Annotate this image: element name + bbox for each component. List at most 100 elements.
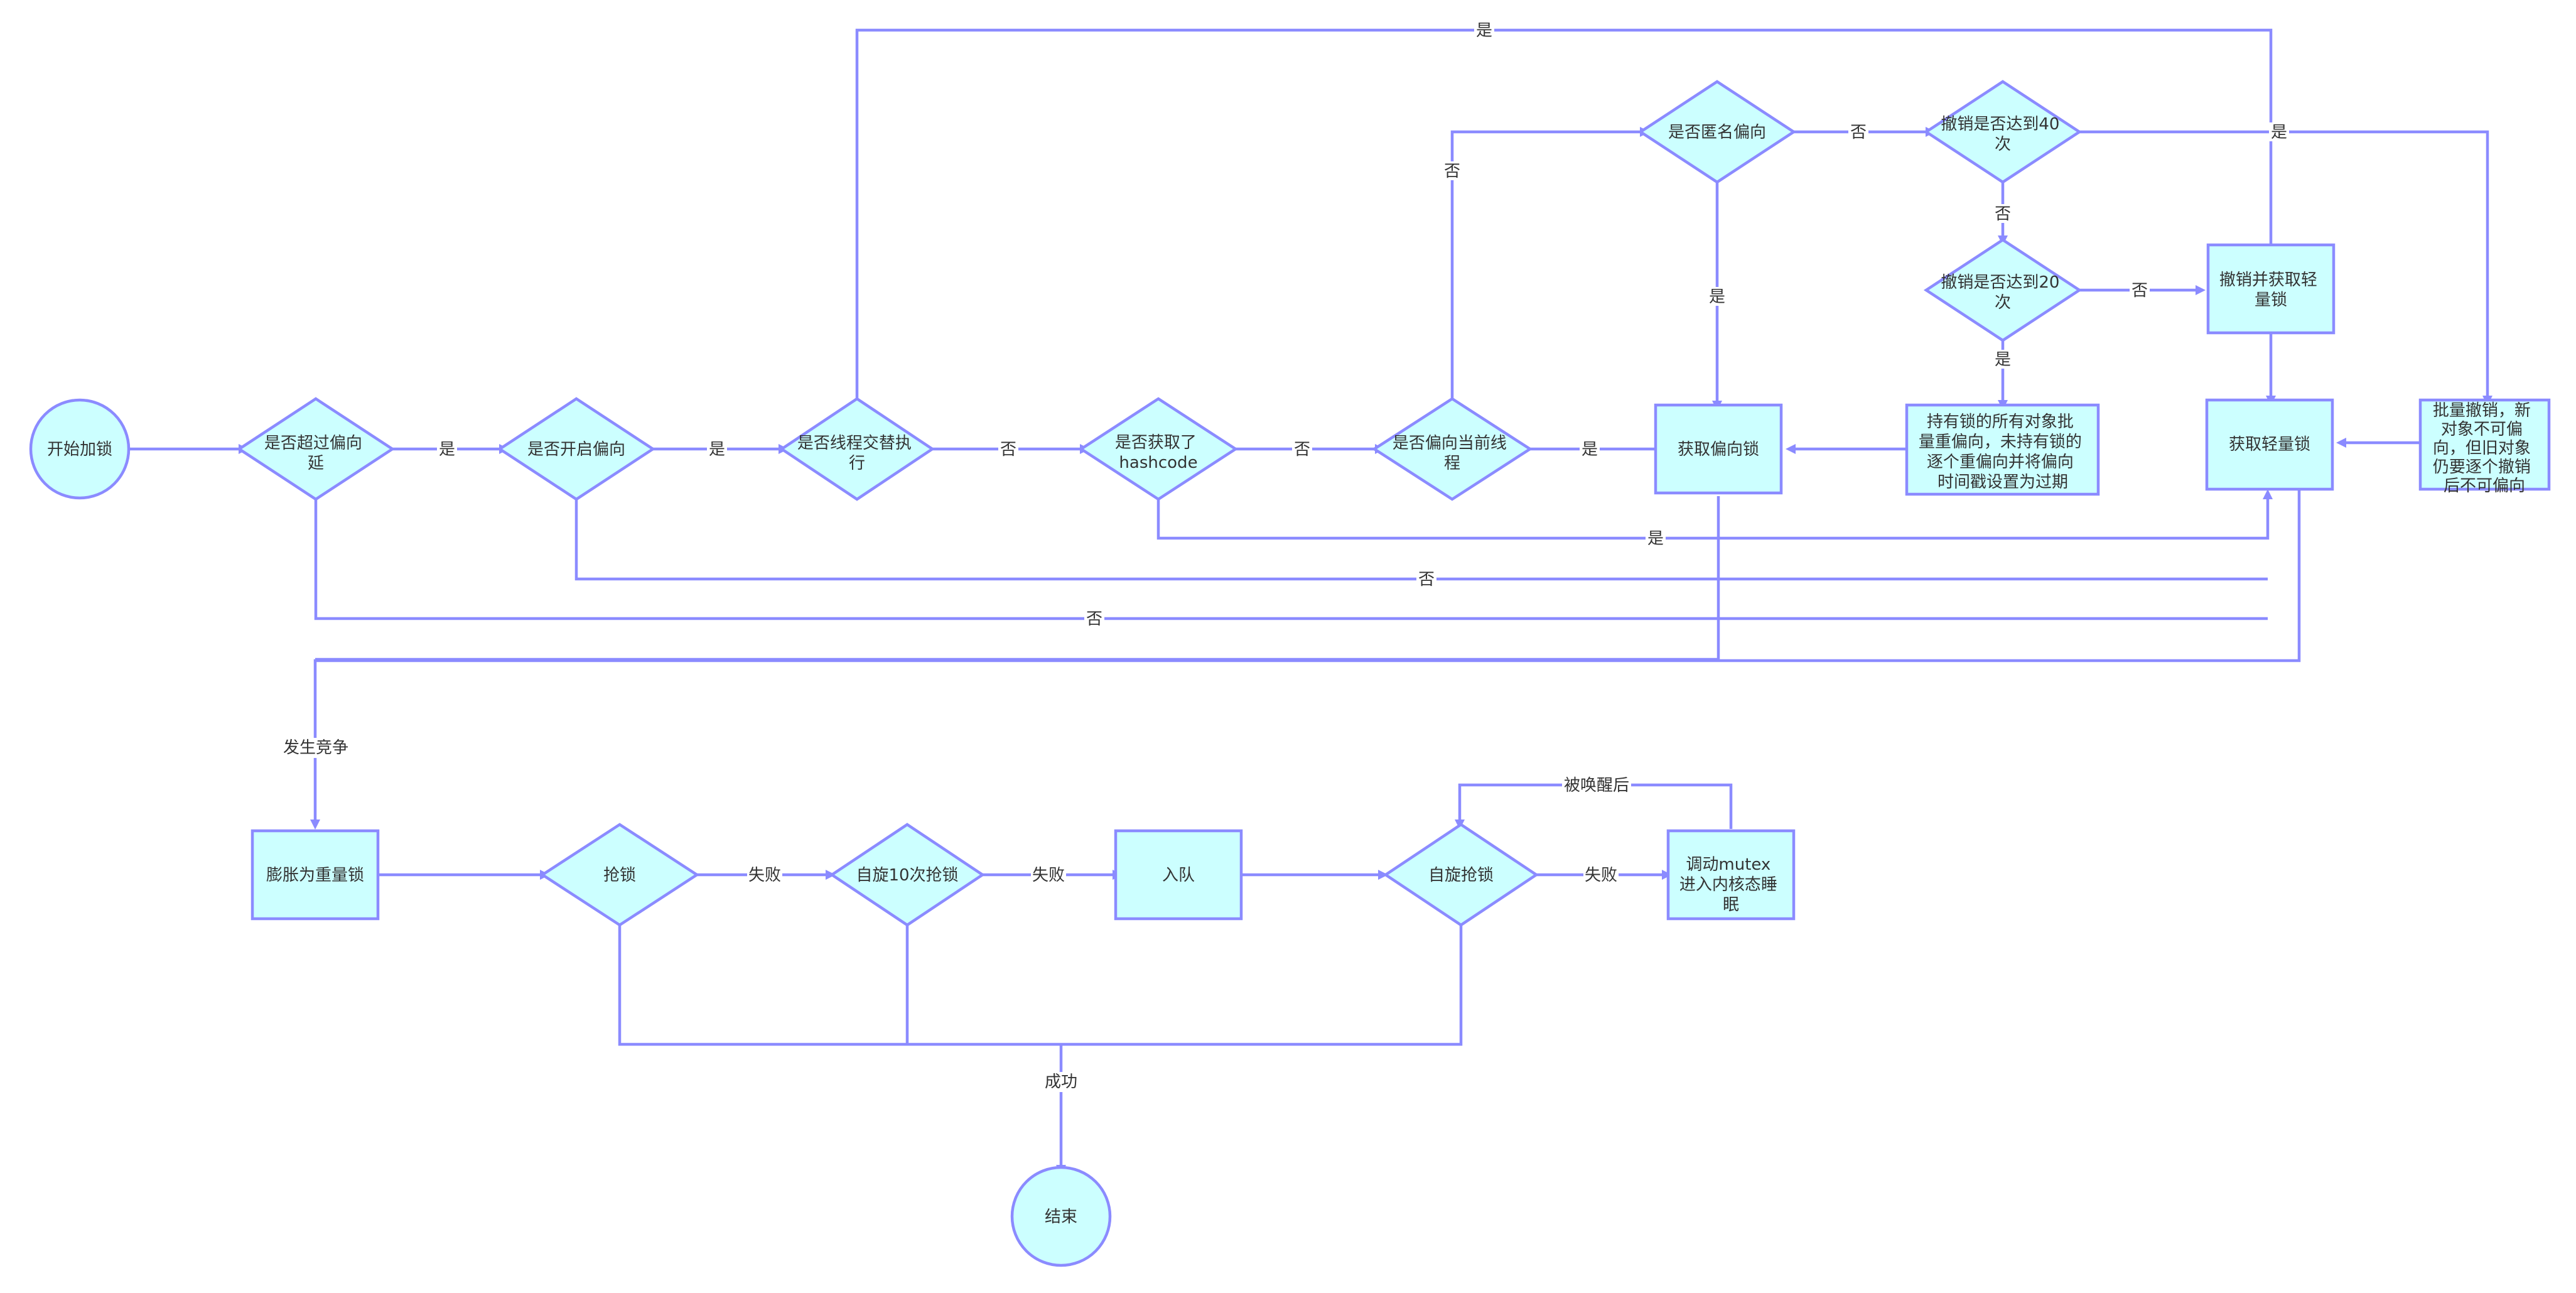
edge-label-spin-fail: 失败 <box>1583 865 1619 885</box>
node-revoke-light-line1: 撤销并获取轻 <box>2219 271 2317 289</box>
node-end-label: 结束 <box>1045 1208 1077 1226</box>
node-grab-label: 抢锁 <box>603 866 636 885</box>
svg-text:失败: 失败 <box>748 866 781 885</box>
svg-text:否: 否 <box>2131 281 2148 300</box>
node-bulk-label: 批量撤销，新 对象不可偏 向，但旧对象 仍要逐个撤销 后不可偏向 <box>2433 401 2536 495</box>
node-alt-shape <box>779 397 935 501</box>
node-bulk-line4: 仍要逐个撤销 <box>2433 458 2531 477</box>
edge-label-hash-no: 否 <box>1292 440 1312 459</box>
svg-text:是: 是 <box>439 440 455 459</box>
arrow-into-revoke-light-left <box>2196 285 2206 295</box>
edge-label-cur-yes: 是 <box>1580 440 1600 459</box>
svg-text:失败: 失败 <box>1585 866 1617 885</box>
node-rebias-line2: 量重偏向，未持有锁的 <box>1919 433 2082 452</box>
edge-label-cur-no: 否 <box>1442 161 1462 181</box>
svg-text:是: 是 <box>1647 529 1664 548</box>
svg-text:否: 否 <box>1444 162 1460 181</box>
node-rebias-label: 持有锁的所有对象批 量重偏向，未持有锁的 逐个重偏向并将偏向 时间戳设置为过期 <box>1919 413 2087 492</box>
edge-40-yes-to-bulk <box>2079 130 2489 396</box>
svg-text:失败: 失败 <box>1032 866 1065 885</box>
svg-text:发生竞争: 发生竞争 <box>283 738 348 757</box>
edge-label-anon-no: 否 <box>1848 122 1868 142</box>
node-cur-label: 是否偏向当前线 程 <box>1393 434 1512 473</box>
node-20-line2: 次 <box>1995 293 2011 312</box>
node-40-label: 撤销是否达到40 次 <box>1941 115 2064 154</box>
edge-enabled-no-to-getlight <box>574 499 2268 581</box>
node-alt-line1: 是否线程交替执 <box>797 434 912 453</box>
node-cur-line1: 是否偏向当前线 <box>1393 434 1507 453</box>
edge-label-spin10-fail: 失败 <box>1031 865 1066 885</box>
node-revoke-light-label: 撤销并获取轻 量锁 <box>2219 271 2322 310</box>
node-mutex-label: 调动mutex 进入内核态睡 眠 <box>1679 855 1782 914</box>
node-enqueue-shape <box>1114 829 1243 921</box>
node-bulk-line2: 对象不可偏 <box>2441 420 2523 439</box>
node-delay-line1: 是否超过偏向 <box>264 434 362 453</box>
nodes <box>29 80 2551 1267</box>
node-spin-shape <box>1382 823 1539 927</box>
edge-cur-no-to-anon <box>1450 130 1640 399</box>
svg-text:否: 否 <box>1850 123 1867 142</box>
node-bulk-line5: 后不可偏向 <box>2444 477 2525 495</box>
edge-label-enabled-yes: 是 <box>707 440 727 459</box>
svg-text:是: 是 <box>1476 21 1492 40</box>
node-labels: 开始加锁 是否超过偏向 延 是否开启偏向 是否线程交替执 行 是否获取了 has… <box>47 115 2536 1226</box>
node-20-shape <box>1923 238 2083 342</box>
node-getlight-label: 获取轻量锁 <box>2229 435 2310 454</box>
edge-alt-yes-to-revoke-light <box>855 28 2273 399</box>
node-alt-label: 是否线程交替执 行 <box>797 434 917 473</box>
node-getbiased-shape <box>1654 403 1783 495</box>
node-40-shape <box>1923 80 2083 184</box>
node-start-shape <box>29 398 131 500</box>
arrow-into-getlight-bottom <box>2263 489 2273 499</box>
node-40-line1: 撤销是否达到40 <box>1941 115 2059 134</box>
svg-text:是: 是 <box>1709 288 1725 306</box>
edge-hash-yes-to-getlight <box>1156 493 2270 540</box>
node-hash-label: 是否获取了 hashcode <box>1115 433 1202 472</box>
node-spin-label: 自旋抢锁 <box>1428 866 1494 885</box>
node-bulk-line3: 向，但旧对象 <box>2433 439 2531 458</box>
svg-text:否: 否 <box>1000 440 1016 459</box>
node-spin10-shape <box>829 823 986 927</box>
edge-label-success: 成功 <box>1042 1072 1080 1092</box>
node-rebias-shape <box>1905 403 2100 496</box>
svg-text:否: 否 <box>1086 610 1102 629</box>
node-enqueue-label: 入队 <box>1162 866 1195 885</box>
edge-label-hash-yes: 是 <box>1646 529 1666 548</box>
node-getbiased-label: 获取偏向锁 <box>1678 440 1759 459</box>
node-getlight-shape <box>2205 398 2334 491</box>
node-rebias-line1: 持有锁的所有对象批 <box>1927 413 2074 431</box>
edge-label-delay-no: 否 <box>1084 609 1104 629</box>
edge-label-anon-yes: 是 <box>1707 287 1727 306</box>
node-delay-label: 是否超过偏向 延 <box>264 434 367 473</box>
node-alt-line2: 行 <box>849 454 865 473</box>
node-rebias-line4: 时间戳设置为过期 <box>1937 473 2068 492</box>
edge-label-grab-fail: 失败 <box>747 865 782 885</box>
svg-text:否: 否 <box>1995 205 2011 224</box>
node-end-shape <box>1010 1166 1112 1267</box>
edge-grab-success <box>618 925 1463 1046</box>
svg-text:被唤醒后: 被唤醒后 <box>1564 776 1629 795</box>
node-hash-line2: hashcode <box>1119 453 1197 472</box>
node-inflate-shape <box>251 829 380 921</box>
edge-labels: 是 是 是 否 否 是 否 否 <box>281 21 2289 1092</box>
svg-text:是: 是 <box>2271 123 2287 142</box>
node-revoke-light-shape <box>2206 243 2336 335</box>
edge-label-40-no: 否 <box>1993 204 2013 224</box>
edge-label-enabled-no: 否 <box>1416 570 1436 589</box>
node-revoke-light-line2: 量锁 <box>2255 291 2287 310</box>
node-enabled-label: 是否开启偏向 <box>527 440 625 459</box>
arrow-into-getbiased-right <box>1786 444 1796 454</box>
svg-text:是: 是 <box>709 440 725 459</box>
edge-label-woken: 被唤醒后 <box>1562 776 1631 795</box>
node-anon-shape <box>1637 80 1797 184</box>
edge-delay-no-to-getlight <box>314 499 2268 620</box>
node-cur-line2: 程 <box>1444 454 1460 473</box>
arrow-into-getlight-right <box>2336 438 2346 448</box>
svg-text:是: 是 <box>1995 350 2011 369</box>
edge-label-alt-yes: 是 <box>1474 21 1494 40</box>
node-cur-shape <box>1371 397 1533 501</box>
node-mutex-line1: 调动mutex <box>1686 855 1770 874</box>
node-mutex-shape <box>1666 829 1796 921</box>
edge-label-delay-yes: 是 <box>437 440 457 459</box>
